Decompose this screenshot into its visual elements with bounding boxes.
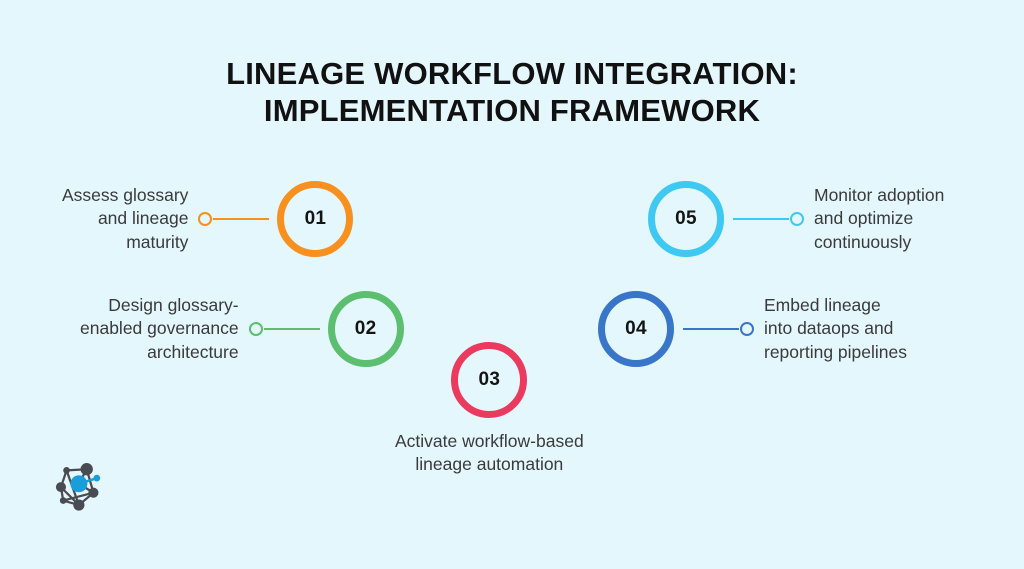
- step-label-05-line-2: and optimize: [814, 208, 914, 229]
- step-number-01: 01: [304, 208, 327, 229]
- step-item-03[interactable]: 03 Activate workflow-based lineage autom…: [395, 342, 584, 477]
- page-title-line-1: LINEAGE WORKFLOW INTEGRATION:: [226, 56, 798, 91]
- step-label-01: Assess glossary and lineage maturity: [62, 184, 188, 254]
- connector-ring-icon-01: [198, 212, 213, 226]
- step-label-04-line-1: Embed lineage: [764, 295, 881, 316]
- step-label-01-line-2: and lineage: [97, 208, 189, 229]
- step-circle-03[interactable]: 03: [451, 342, 528, 418]
- step-circle-01[interactable]: 01: [277, 181, 354, 257]
- step-connector-05: [724, 212, 804, 226]
- step-label-05-line-1: Monitor adoption: [814, 185, 945, 206]
- step-label-02-line-1: Design glossary-: [108, 295, 239, 316]
- step-label-01-line-3: maturity: [126, 231, 189, 252]
- connector-line-04: [683, 328, 739, 330]
- step-connector-01: [198, 212, 277, 226]
- connector-line-05: [733, 218, 789, 220]
- step-connector-04: [674, 322, 754, 336]
- step-label-04-line-2: into dataops and: [764, 318, 894, 339]
- connector-line-01: [213, 218, 270, 220]
- step-number-03: 03: [478, 369, 501, 390]
- page-title-line-2: IMPLEMENTATION FRAMEWORK: [263, 92, 761, 128]
- step-label-02-line-3: architecture: [147, 341, 239, 362]
- step-label-02: Design glossary- enabled governance arch…: [80, 294, 239, 364]
- connector-line-02: [263, 328, 320, 330]
- step-label-04-line-3: reporting pipelines: [764, 341, 908, 362]
- step-number-02: 02: [354, 318, 377, 339]
- connector-ring-icon-02: [248, 322, 263, 336]
- step-connector-02: [248, 322, 328, 336]
- step-label-05-line-3: continuously: [814, 231, 912, 252]
- step-circle-04[interactable]: 04: [598, 291, 674, 367]
- step-number-04: 04: [625, 318, 647, 339]
- connector-ring-icon-04: [740, 322, 754, 336]
- step-number-05: 05: [675, 208, 697, 229]
- step-label-04: Embed lineage into dataops and reporting…: [764, 294, 907, 364]
- connector-ring-icon-05: [790, 212, 804, 226]
- step-label-02-line-2: enabled governance: [80, 318, 239, 339]
- step-label-03-line-1: Activate workflow-based: [395, 431, 584, 451]
- step-circle-05[interactable]: 05: [648, 181, 724, 257]
- step-item-02[interactable]: Design glossary- enabled governance arch…: [80, 291, 404, 367]
- network-graph-logo-icon: [52, 458, 108, 514]
- step-label-01-line-1: Assess glossary: [62, 185, 189, 206]
- step-item-04[interactable]: 04 Embed lineage into dataops and report…: [598, 291, 907, 367]
- step-circle-02[interactable]: 02: [327, 291, 404, 367]
- page-title: LINEAGE WORKFLOW INTEGRATION: IMPLEMENTA…: [0, 56, 1024, 129]
- step-item-05[interactable]: 05 Monitor adoption and optimize continu…: [648, 181, 944, 257]
- step-label-03-line-2: lineage automation: [415, 454, 564, 475]
- step-label-05: Monitor adoption and optimize continuous…: [814, 184, 944, 254]
- step-label-03: Activate workflow-based lineage automati…: [395, 430, 584, 477]
- step-item-01[interactable]: Assess glossary and lineage maturity 01: [62, 181, 354, 257]
